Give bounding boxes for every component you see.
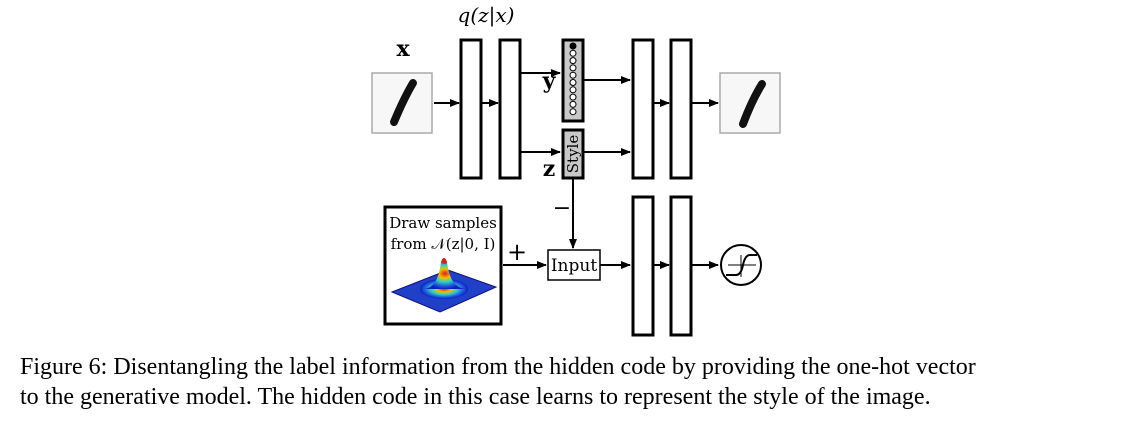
onehot-unit: [569, 86, 577, 94]
output-digit-image: [719, 72, 781, 134]
input-digit-image: [371, 72, 433, 134]
onehot-unit: [569, 71, 577, 79]
encoder-layer-2: [498, 38, 522, 180]
y-label: y: [542, 68, 557, 94]
decoder-layer-1: [631, 38, 655, 180]
input-x-label: x: [396, 36, 410, 62]
figure-caption: Figure 6: Disentangling the label inform…: [20, 352, 1125, 412]
encoder-layer-1: [459, 38, 483, 180]
encoder-label: q(z|x): [458, 3, 515, 28]
onehot-unit: [569, 108, 577, 116]
style-z-box: Style: [561, 128, 585, 180]
onehot-unit: [569, 100, 577, 108]
onehot-y-vector: [561, 38, 585, 123]
style-label: Style: [564, 135, 582, 174]
caption-line-1: Figure 6: Disentangling the label inform…: [20, 354, 976, 380]
input-box: Input: [547, 249, 601, 281]
gaussian-sample-box: Draw samples from 𝒩(z|0, I): [383, 205, 503, 326]
caption-line-2: to the generative model. The hidden code…: [20, 384, 931, 410]
onehot-unit: [569, 79, 577, 86]
input-box-label: Input: [551, 256, 597, 276]
decoder-layer-2: [669, 38, 693, 180]
discriminator-layer-1: [631, 195, 655, 337]
vae-disentangling-diagram: q(z|x) x y z Style Draw samples from 𝒩(z…: [371, 3, 781, 337]
onehot-unit: [569, 57, 577, 65]
onehot-unit: [569, 64, 577, 72]
draw-samples-line2: from 𝒩(z|0, I): [391, 235, 496, 253]
discriminator-layer-2: [669, 195, 693, 337]
sigmoid-icon: [720, 244, 762, 286]
gaussian-surface-icon: [390, 258, 498, 313]
draw-samples-line1: Draw samples: [389, 214, 497, 232]
onehot-unit: [569, 93, 577, 101]
plus-sign: +: [507, 238, 527, 266]
minus-sign: −: [553, 196, 571, 221]
onehot-unit: [569, 42, 577, 50]
z-label: z: [543, 156, 556, 182]
onehot-unit: [569, 49, 577, 57]
